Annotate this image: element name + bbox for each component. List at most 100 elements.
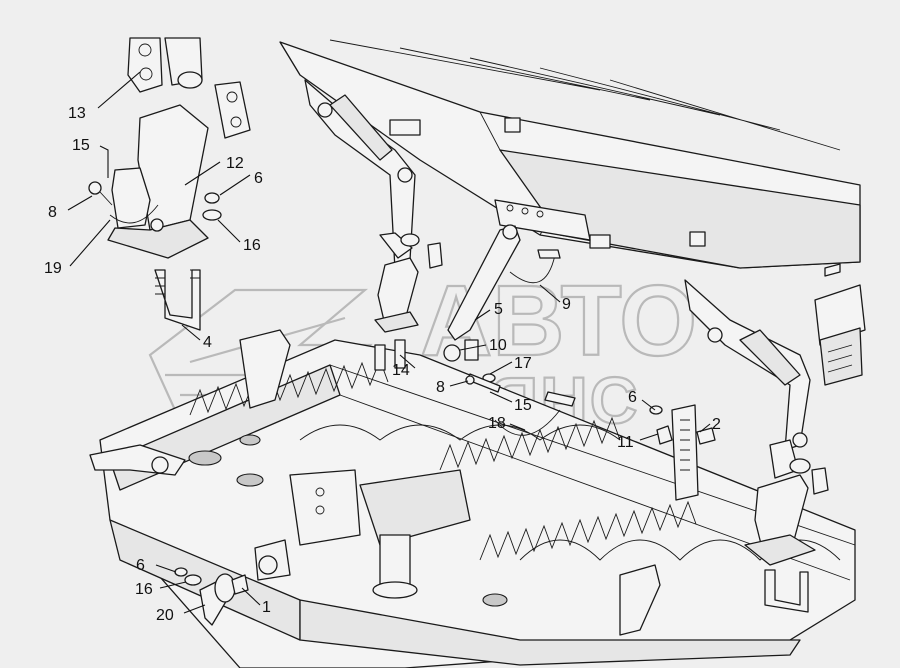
hitch-hole-a (315, 487, 325, 497)
callout-5: 5 (494, 301, 503, 318)
part-10-link (464, 339, 479, 361)
part-13-hole-b (139, 67, 153, 81)
leader-6b (641, 399, 656, 411)
center-strap (494, 199, 591, 241)
part-2-strip (671, 404, 699, 501)
part-2-bolt (696, 427, 716, 445)
leader-6a (219, 174, 251, 196)
part-11-clamp (656, 425, 673, 445)
part-6-nut-top (204, 192, 220, 204)
part-10-bottom-eye (443, 344, 461, 362)
part-14-bolts (374, 339, 406, 371)
leader-8b (449, 380, 469, 387)
link-plate-hole-b (230, 116, 242, 128)
hitch-pin-left (151, 456, 169, 474)
mid-link-pin (400, 233, 420, 247)
leader-19 (69, 219, 111, 267)
gearbox-lines (827, 344, 853, 373)
callout-15a: 15 (72, 137, 90, 154)
right-u-bolt (764, 569, 809, 613)
leader-11 (639, 433, 659, 441)
leader-4 (181, 324, 201, 341)
left-arm-pivot (317, 102, 333, 118)
callout-11: 11 (617, 434, 634, 451)
callout-4: 4 (203, 334, 212, 351)
leader-5 (474, 309, 491, 321)
gear-housing (359, 469, 471, 546)
latch-arm (111, 167, 151, 229)
left-arm-pin (397, 167, 413, 183)
hopper-latches (389, 117, 706, 249)
link-plate-hole-a (226, 91, 238, 103)
right-arm-cylinder (739, 329, 801, 386)
leader-1 (241, 587, 261, 606)
main-frame (89, 339, 856, 668)
part-16-washer-top (202, 209, 222, 221)
callout-9: 9 (562, 296, 571, 313)
part-18-chain (494, 409, 561, 436)
mid-bracket-base (374, 311, 419, 333)
leader-13 (97, 71, 141, 109)
front-bracket-body (619, 564, 661, 636)
frame-hole-2 (236, 473, 264, 487)
leader-18 (509, 423, 526, 431)
leader-2 (699, 423, 711, 433)
hitch-hook-ring (258, 555, 278, 575)
callout-15b: 15 (514, 397, 532, 414)
callout-8b: 8 (436, 379, 445, 396)
leader-8a (67, 195, 93, 211)
callout-1: 1 (262, 599, 271, 616)
center-hitch-plate (289, 469, 361, 546)
callout-12: 12 (226, 155, 244, 172)
callout-14: 14 (392, 362, 410, 379)
rotor-discs-upper (299, 424, 621, 441)
hopper-support-arms (304, 79, 811, 451)
rotor-tines-row-1 (189, 358, 389, 416)
callout-6c: 6 (136, 557, 145, 574)
leader-15b (489, 391, 513, 403)
center-jack-foot (372, 581, 418, 599)
part-5-arm (447, 225, 521, 341)
part-5-top-eye (502, 224, 518, 240)
latch-pin (150, 218, 164, 232)
callout-6a: 6 (254, 170, 263, 187)
left-bracket-assembly (88, 37, 251, 331)
leader-14 (399, 354, 416, 369)
rotor-tines-row-3 (479, 500, 697, 561)
leader-17 (489, 361, 513, 375)
callout-17: 17 (514, 355, 532, 372)
leader-10 (459, 344, 487, 351)
part-8-pin-shaft (99, 191, 113, 206)
part-4-threads (155, 269, 200, 295)
frame-bottom-beam (299, 599, 801, 666)
right-arm-pin (792, 432, 808, 448)
front-bracket (239, 329, 661, 636)
callout-8a: 8 (48, 204, 57, 221)
part-9-pin (537, 249, 561, 259)
leader-9 (539, 284, 561, 303)
callout-20: 20 (156, 607, 174, 624)
mid-link-plate-2 (427, 242, 443, 269)
callout-16b: 16 (135, 581, 153, 598)
leader-16a (217, 219, 241, 243)
leader-lines (67, 71, 711, 614)
callout-2: 2 (712, 416, 721, 433)
right-parts (649, 404, 829, 613)
right-arm-pivot (707, 327, 723, 343)
part-8-pin-mid (465, 375, 475, 385)
part-4-u-bolt (154, 269, 201, 331)
right-link-plate-2 (811, 467, 829, 495)
right-bracket-base (744, 534, 816, 566)
left-arm-cylinder (329, 94, 393, 161)
callout-13: 13 (68, 105, 86, 122)
hopper-tab (824, 263, 841, 277)
part-9-chain (509, 254, 556, 284)
frame-hole-4 (482, 593, 508, 607)
middle-bracket-assembly (374, 224, 576, 436)
frame-hole-3 (239, 434, 261, 446)
part-18-pin (544, 391, 576, 407)
right-link-pin (789, 458, 811, 474)
callout-labels: 13 15 12 6 8 16 19 4 5 9 14 10 17 8 15 1… (44, 105, 721, 624)
strap-hole-3 (536, 210, 544, 218)
